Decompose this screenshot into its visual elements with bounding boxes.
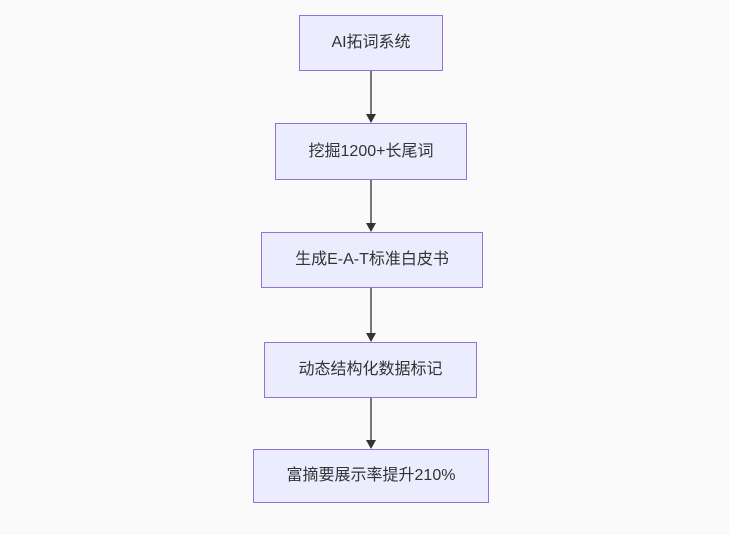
node-label: 挖掘1200+长尾词 [308,142,434,160]
flow-edge-d-to-e [366,398,376,449]
node-label: 动态结构化数据标记 [298,361,443,379]
node-label: 富摘要展示率提升210% [286,467,456,485]
flow-node-eat-whitepaper: 生成E-A-T标准白皮书 [261,232,483,288]
flow-node-rich-snippet-rate: 富摘要展示率提升210% [253,449,489,503]
node-label: AI拓词系统 [331,34,411,52]
node-label: 生成E-A-T标准白皮书 [295,251,449,269]
arrow-down-icon [366,333,376,342]
arrow-down-icon [366,114,376,123]
arrow-down-icon [366,223,376,232]
flow-edge-b-to-c [366,180,376,232]
arrow-line [370,398,372,441]
arrow-line [370,71,372,115]
flow-node-structured-data-markup: 动态结构化数据标记 [264,342,477,398]
flow-edge-c-to-d [366,288,376,342]
arrow-down-icon [366,440,376,449]
arrow-line [370,180,372,224]
arrow-line [370,288,372,334]
flow-node-longtail-mining: 挖掘1200+长尾词 [275,123,467,180]
flow-edge-a-to-b [366,71,376,123]
flow-node-ai-keyword-system: AI拓词系统 [299,15,443,71]
